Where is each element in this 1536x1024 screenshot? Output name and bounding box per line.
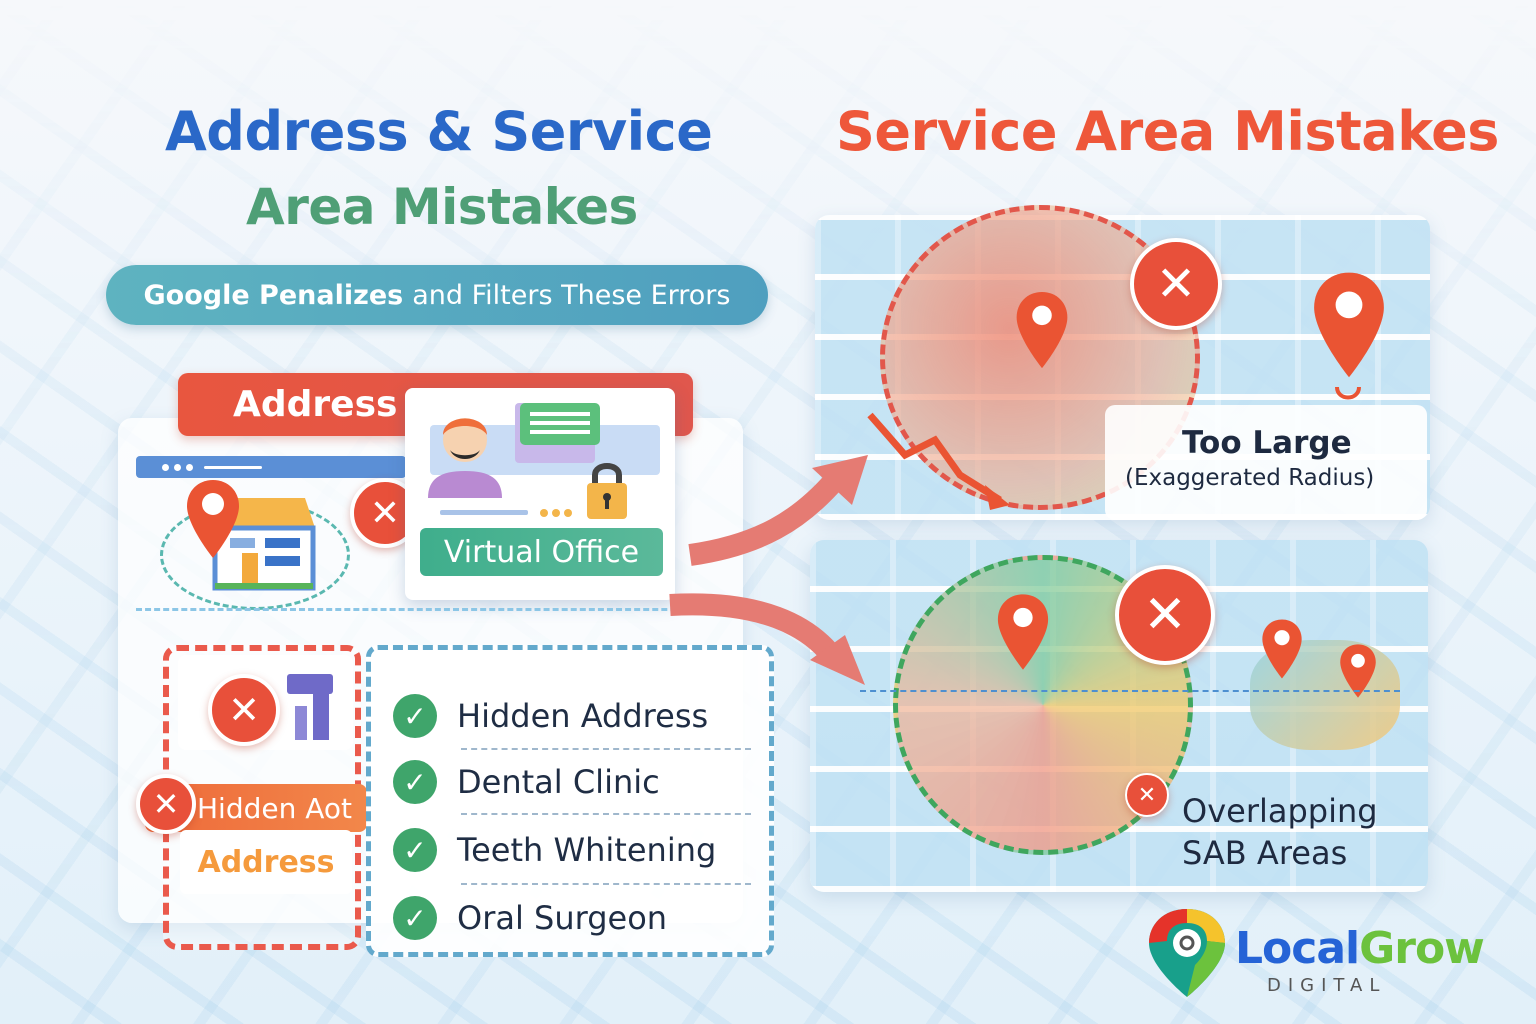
lock-icon	[587, 463, 627, 519]
x-icon: ✕	[136, 774, 196, 834]
list-separator	[461, 748, 751, 750]
x-icon: ✕	[1125, 773, 1169, 817]
x-icon: ✕	[1130, 238, 1222, 330]
overlapping-caption: Overlapping SAB Areas	[1182, 790, 1378, 874]
list-item-label: Hidden Address	[457, 697, 709, 735]
location-pin-icon	[1262, 619, 1302, 679]
location-pin-icon	[1016, 291, 1068, 369]
location-pin-icon	[997, 594, 1049, 670]
list-separator	[461, 813, 751, 815]
location-pin-icon	[1340, 644, 1376, 698]
list-item-label: Teeth Whitening	[457, 831, 717, 869]
section-divider	[136, 608, 776, 611]
address-banner-label: Address	[233, 384, 398, 425]
left-title-line1: Address & Service	[165, 100, 713, 163]
check-icon: ✓	[393, 760, 437, 804]
browser-bar	[136, 456, 406, 478]
dot-icon	[174, 463, 181, 471]
too-large-title: Too Large	[1182, 425, 1352, 461]
list-item: ✓ Dental Clinic	[393, 760, 660, 804]
support-agent-illustration	[428, 403, 660, 517]
hidden-address-tag-label: Hidden Aot	[197, 791, 353, 825]
logo-wordmark: LocalGrow	[1235, 923, 1485, 974]
list-item: ✓ Hidden Address	[393, 694, 708, 738]
logo-word-local: Local	[1235, 923, 1360, 974]
logo-subtitle: DIGITAL	[1267, 975, 1387, 996]
overlapping-line1: Overlapping	[1182, 792, 1378, 830]
category-checklist: ✓ Hidden Address ✓ Dental Clinic ✓ Teeth…	[366, 645, 774, 957]
logo-word-grow: Grow	[1359, 923, 1485, 974]
bar-line	[204, 465, 262, 469]
penalty-banner: Google Penalizes and Filters These Error…	[106, 265, 768, 325]
x-icon: ✕	[1115, 565, 1215, 665]
virtual-office-label: Virtual Office	[420, 528, 663, 576]
too-large-caption: Too Large (Exaggerated Radius)	[1105, 405, 1427, 520]
check-icon: ✓	[393, 828, 437, 872]
logo-pin-icon	[1149, 909, 1225, 997]
location-pin-icon	[187, 480, 239, 558]
localgrow-logo: LocalGrow DIGITAL	[1145, 905, 1485, 1000]
list-item: ✓ Oral Surgeon	[393, 896, 667, 940]
list-separator	[461, 883, 751, 885]
location-pin-icon	[1314, 272, 1384, 378]
list-item-label: Dental Clinic	[457, 763, 660, 801]
pin-anchor-icon	[1335, 386, 1361, 400]
list-item-label: Oral Surgeon	[457, 899, 668, 937]
check-icon: ✓	[393, 896, 437, 940]
dot-icon	[162, 463, 169, 471]
right-title: Service Area Mistakes	[836, 100, 1499, 163]
penalty-banner-bold: Google Penalizes	[143, 279, 404, 311]
too-large-subtitle: (Exaggerated Radius)	[1125, 465, 1375, 491]
overlapping-line2: SAB Areas	[1182, 834, 1348, 872]
list-item: ✓ Teeth Whitening	[393, 828, 716, 872]
check-icon: ✓	[393, 694, 437, 738]
address-tag: Address	[180, 830, 352, 894]
route-line	[860, 690, 1400, 692]
x-icon: ✕	[208, 674, 280, 746]
penalty-banner-text: and Filters These Errors	[412, 279, 731, 311]
building-icon	[287, 674, 333, 740]
left-title-line2: Area Mistakes	[246, 178, 638, 236]
dot-icon	[186, 463, 193, 471]
